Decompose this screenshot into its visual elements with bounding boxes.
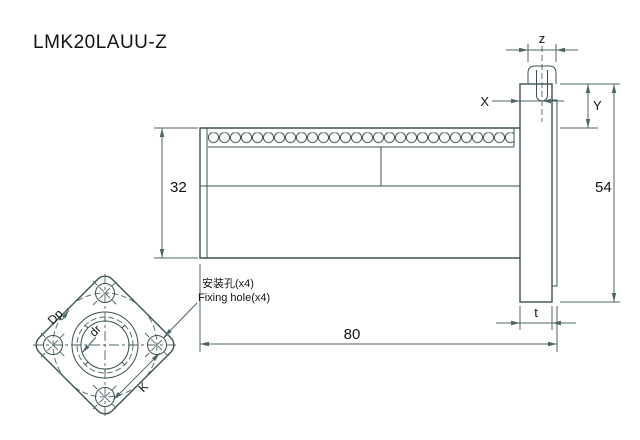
flange-plate (519, 83, 553, 303)
dim-y: Y (560, 84, 602, 129)
label-dr-group: dr (81, 322, 104, 354)
fixing-hole-bottom (95, 387, 115, 407)
dim-80: 80 (199, 264, 558, 352)
dim-54-label: 54 (595, 179, 612, 196)
fixing-hole-centerlines (40, 280, 170, 410)
note-leader-arrow (164, 329, 172, 337)
front-view: Dp dr K 安装孔(x4) Fixing hole(x4) (33, 274, 270, 416)
dim-k: K (112, 352, 161, 401)
bearing-body-outline (199, 127, 520, 259)
fixing-hole-top (95, 283, 115, 303)
ball-row (208, 132, 514, 145)
label-dp-group: Dp (45, 306, 70, 327)
pilot-circle (71, 311, 139, 379)
dim-54: 54 (560, 83, 620, 303)
side-view (199, 46, 558, 303)
fixing-hole-note: 安装孔(x4) Fixing hole(x4) (163, 276, 270, 338)
dim-x-label: X (480, 94, 489, 109)
dim-y-label: Y (593, 98, 602, 113)
label-k: K (136, 380, 152, 396)
dim-z-label: z (539, 31, 546, 46)
dim-80-label: 80 (344, 326, 361, 343)
fixing-hole-right (147, 335, 167, 355)
ball-groove-ticks (77, 317, 133, 373)
fixing-hole-left (43, 335, 63, 355)
flange-pilot (551, 99, 558, 287)
fixing-hole-note-en: Fixing hole(x4) (198, 292, 270, 304)
dim-32: 32 (154, 127, 198, 259)
dim-t: t (496, 305, 576, 330)
fixing-hole-note-cn: 安装孔(x4) (202, 276, 254, 290)
dim-x: X (480, 94, 564, 109)
dim-t-label: t (534, 305, 538, 320)
bolt-circle (52, 292, 158, 398)
dim-z: z (506, 31, 578, 62)
dim-32-label: 32 (170, 179, 187, 196)
label-dp: Dp (45, 306, 66, 327)
drawing-title: LMK20LAUU-Z (33, 32, 167, 53)
label-dr: dr (87, 322, 104, 339)
dimensions-side-view: 32 54 80 t (154, 31, 620, 352)
